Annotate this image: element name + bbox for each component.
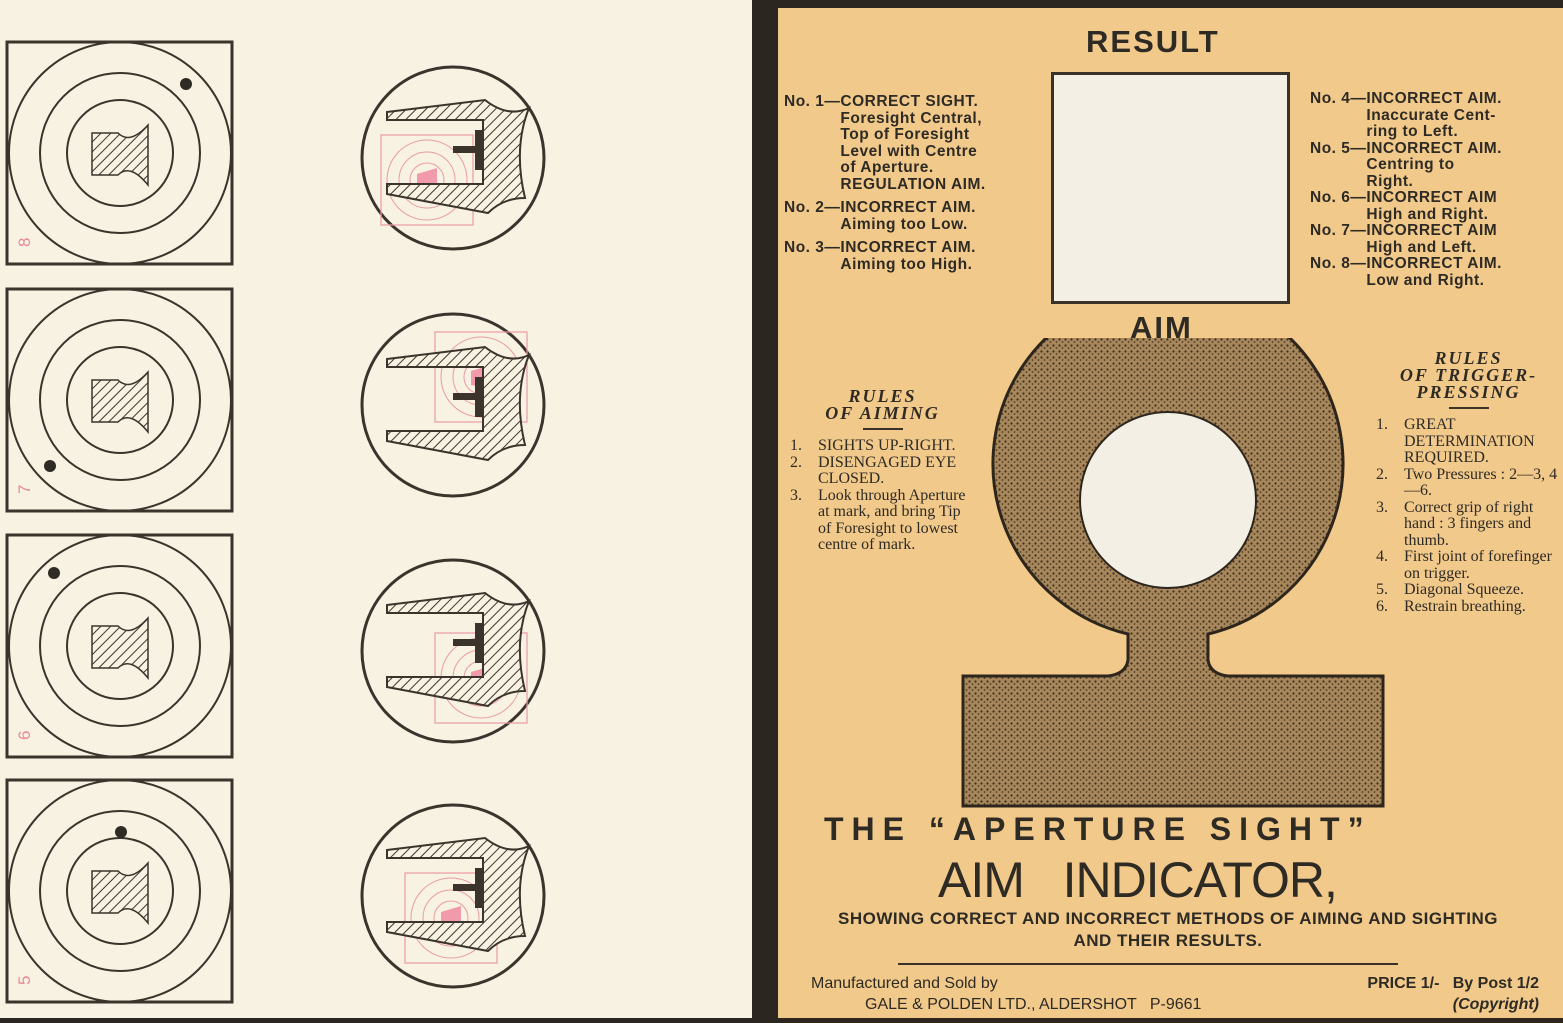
target-number: 8 [15, 238, 34, 247]
legend-item: No. 8—INCORRECT AIM. Low and Right. [1310, 255, 1502, 289]
legend-item: No. 1—CORRECT SIGHT. Foresight Central, … [784, 93, 986, 193]
footer-price: PRICE 1/- By Post 1/2 (Copyright) [1367, 975, 1539, 1013]
result-window [1051, 72, 1290, 304]
shot-mark [44, 460, 56, 472]
target-row: 8 [5, 40, 546, 266]
foresight-blade [475, 377, 483, 417]
legend-item: No. 2—INCORRECT AIM. Aiming too Low. [784, 199, 976, 233]
rear-sight-aperture [386, 345, 531, 462]
foresight-blade [475, 130, 483, 170]
sight-view [360, 558, 546, 744]
target-diagrams-panel: 8 7 6 5 [0, 0, 752, 1018]
rules-of-aiming: RULES OF AIMING 1.SIGHTS UP-RIGHT. 2.DIS… [790, 386, 966, 553]
legend-item: No. 5—INCORRECT AIM. Centring to Right. [1310, 139, 1502, 190]
target-diagrams: 8 7 6 5 [5, 40, 546, 1004]
target-row: 5 [5, 778, 546, 1004]
rules-of-trigger-pressing: RULES OF TRIGGER- PRESSING 1.GREAT DETER… [1376, 348, 1558, 615]
target-number: 6 [15, 731, 34, 740]
sight-view [360, 312, 546, 498]
shot-mark [180, 78, 192, 90]
rear-sight-aperture [386, 591, 531, 708]
subtitle: SHOWING CORRECT AND INCORRECT METHODS OF… [838, 909, 1498, 950]
target-number: 5 [15, 976, 34, 985]
shot-mark [115, 826, 127, 838]
aim-indicator-card: RESULT AIM No. 1—CORRECT SIGHT. Foresigh… [778, 8, 1563, 1018]
legend-item: No. 4—INCORRECT AIM. Inaccurate Cent- ri… [1310, 90, 1502, 140]
foresight-blade [475, 868, 483, 908]
target-row: 7 [5, 287, 546, 513]
rear-sight-aperture [386, 836, 531, 953]
title-line-2: AIM INDICATOR, [938, 852, 1338, 908]
legend-item: No. 6—INCORRECT AIM High and Right. [1310, 189, 1498, 223]
rear-sight-aperture [386, 98, 531, 215]
sight-view [360, 65, 546, 251]
legend-item: No. 7—INCORRECT AIM High and Left. [1310, 222, 1498, 256]
omega-aperture-shape [961, 338, 1385, 808]
legend-left: No. 1—CORRECT SIGHT. Foresight Central, … [784, 93, 1034, 273]
legend-item: No. 3—INCORRECT AIM. Aiming too High. [784, 239, 976, 273]
sight-view [360, 803, 546, 989]
shot-mark [48, 567, 60, 579]
divider [898, 963, 1398, 965]
target-number: 7 [15, 485, 34, 494]
title-line-1: THE “APERTURE SIGHT” [824, 811, 1372, 847]
target-row: 6 [5, 533, 546, 759]
footer-manufacturer: Manufactured and Sold by GALE & POLDEN L… [811, 975, 1202, 1013]
legend-right: No. 4—INCORRECT AIM. Inaccurate Cent- ri… [1310, 90, 1560, 289]
result-heading: RESULT [1086, 24, 1220, 59]
foresight-blade [475, 623, 483, 663]
